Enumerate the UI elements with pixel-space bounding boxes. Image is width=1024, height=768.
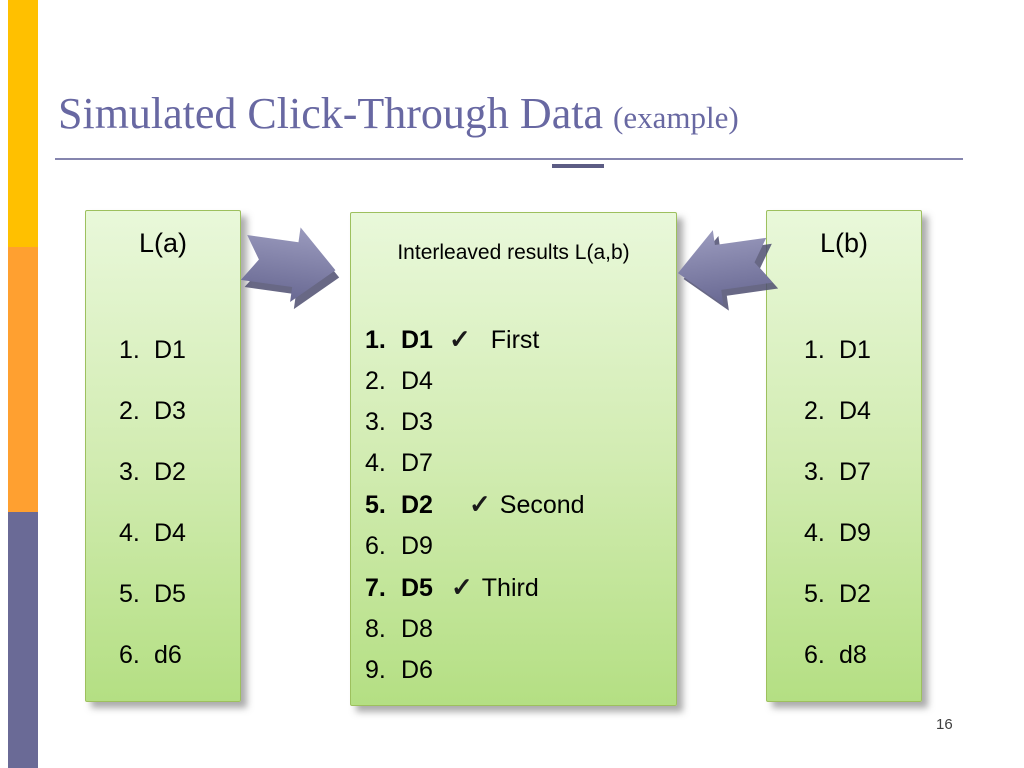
item-label: D9 (839, 519, 871, 547)
item-label: D1 (154, 336, 186, 364)
item-label: D8 (401, 615, 433, 643)
item-number: 9. (365, 656, 386, 684)
lb-item: 4. D9 (804, 520, 921, 546)
check-icon: ✓ (448, 324, 471, 354)
la-item: 1. D1 (119, 337, 240, 363)
item-number: 3. (804, 458, 825, 486)
box-la-title: L(a) (138, 228, 187, 258)
interleaved-item: 7. D5 ✓ Third (365, 567, 676, 609)
item-label: D7 (839, 458, 871, 486)
la-item: 4. D4 (119, 520, 240, 546)
interleaved-item: 6. D9 (365, 526, 676, 567)
click-note: Second (499, 491, 585, 519)
item-label: D2 (154, 458, 186, 486)
box-lb-title: L(b) (819, 228, 868, 258)
item-label: D3 (154, 397, 186, 425)
item-number: 1. (119, 336, 140, 364)
lb-list: 1. D1 2. D4 3. D7 4. D9 5. D2 6. d8 (767, 337, 921, 668)
item-number: 1. (804, 336, 825, 364)
interleaved-item: 1. D1 ✓ First (365, 319, 676, 361)
item-number: 2. (365, 367, 386, 395)
list-box-la: L(a) 1. D1 2. D3 3. D2 4. D4 5. D5 6. d6 (85, 210, 241, 702)
arrow-left-icon (677, 230, 779, 311)
item-number: 8. (365, 615, 386, 643)
left-accent-stripe (8, 0, 38, 768)
item-number: 1. (365, 326, 386, 354)
item-label: d8 (839, 641, 867, 669)
la-item: 2. D3 (119, 398, 240, 424)
item-number: 5. (119, 580, 140, 608)
interleaved-item: 4. D7 (365, 443, 676, 484)
box-interleaved-title: Interleaved results L(a,b) (397, 241, 630, 264)
item-label: D4 (154, 519, 186, 547)
slide-title-suffix: (example) (613, 100, 739, 135)
interleaved-item: 9. D6 (365, 650, 676, 691)
item-number: 5. (804, 580, 825, 608)
check-icon: ✓ (468, 489, 491, 519)
item-label: d6 (154, 641, 182, 669)
interleaved-item: 3. D3 (365, 402, 676, 443)
la-list: 1. D1 2. D3 3. D2 4. D4 5. D5 6. d6 (86, 337, 240, 668)
lb-item: 6. d8 (804, 642, 921, 668)
lb-item: 3. D7 (804, 459, 921, 485)
item-number: 5. (365, 491, 386, 519)
slide-title-main: Simulated Click-Through Data (58, 89, 603, 138)
title-underline-accent (552, 164, 604, 168)
item-label: D1 (401, 326, 433, 354)
item-label: D5 (401, 574, 433, 602)
item-label: D4 (401, 367, 433, 395)
item-label: D2 (839, 580, 871, 608)
lb-item: 5. D2 (804, 581, 921, 607)
item-number: 7. (365, 574, 386, 602)
stripe-purple-segment (8, 512, 38, 768)
list-box-interleaved: Interleaved results L(a,b) 1. D1 ✓ First 2.… (350, 212, 677, 706)
stripe-orange-segment (8, 247, 38, 512)
stripe-yellow-segment (8, 0, 38, 247)
item-number: 2. (119, 397, 140, 425)
slide-title: Simulated Click-Through Data (example) (58, 88, 739, 139)
list-box-lb: L(b) 1. D1 2. D4 3. D7 4. D9 5. D2 6. d8 (766, 210, 922, 702)
item-label: D3 (401, 408, 433, 436)
item-number: 3. (365, 408, 386, 436)
item-label: D1 (839, 336, 871, 364)
lb-item: 1. D1 (804, 337, 921, 363)
lb-item: 2. D4 (804, 398, 921, 424)
item-label: D7 (401, 449, 433, 477)
arrow-right-icon (240, 227, 340, 310)
interleaved-item: 5. D2 ✓ Second (365, 484, 676, 526)
title-underline (55, 158, 963, 160)
la-item: 6. d6 (119, 642, 240, 668)
item-number: 4. (804, 519, 825, 547)
click-note: First (490, 326, 540, 354)
interleaved-item: 2. D4 (365, 361, 676, 402)
item-number: 6. (365, 532, 386, 560)
item-number: 4. (119, 519, 140, 547)
item-label: D2 (401, 491, 433, 519)
item-number: 2. (804, 397, 825, 425)
item-number: 3. (119, 458, 140, 486)
item-label: D9 (401, 532, 433, 560)
page-number: 16 (936, 716, 953, 733)
la-item: 3. D2 (119, 459, 240, 485)
item-label: D4 (839, 397, 871, 425)
item-number: 4. (365, 449, 386, 477)
item-number: 6. (804, 641, 825, 669)
check-icon: ✓ (450, 572, 473, 602)
click-note: Third (481, 574, 539, 602)
item-number: 6. (119, 641, 140, 669)
interleaved-list: 1. D1 ✓ First 2. D4 3. D3 4. D7 5. D2 ✓ Second 6.… (351, 319, 676, 691)
item-label: D5 (154, 580, 186, 608)
la-item: 5. D5 (119, 581, 240, 607)
interleaved-item: 8. D8 (365, 609, 676, 650)
item-label: D6 (401, 656, 433, 684)
